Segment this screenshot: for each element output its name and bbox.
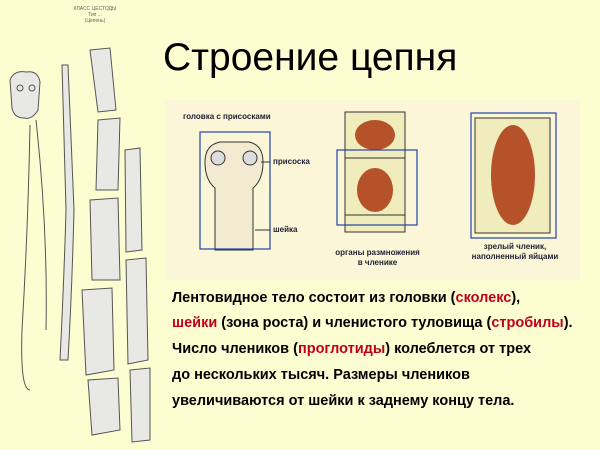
tapeworm-illustration — [9, 47, 151, 443]
text-fragment: до нескольких тысяч. Размеры члеников — [172, 367, 470, 383]
text-line: Число члеников (проглотиды) колеблется о… — [172, 341, 531, 357]
text-line: Лентовидное тело состоит из головки (ско… — [172, 290, 520, 306]
highlighted-term: сколекс — [455, 290, 512, 306]
slide-title: Строение цепня — [163, 36, 458, 79]
text-fragment: ) колеблется от трех — [385, 341, 532, 357]
text-fragment: Число члеников ( — [172, 341, 298, 357]
highlighted-term: стробилы — [491, 315, 564, 331]
organs-label: органы размножения в членике — [315, 248, 440, 268]
organs-drawing — [336, 111, 418, 233]
head-label: головка с присосками — [183, 112, 271, 121]
label-line: органы размножения — [335, 248, 420, 257]
anatomy-drawings — [199, 111, 557, 251]
mature-segment-drawing — [470, 112, 557, 239]
caption-line: Тип ... — [88, 12, 102, 18]
text-fragment: увеличиваются от шейки к заднему концу т… — [172, 393, 515, 409]
text-line: шейки (зона роста) и членистого туловища… — [172, 315, 573, 331]
mature-segment-label: зрелый членик, наполненный яйцами — [455, 242, 575, 262]
text-fragment: Лентовидное тело состоит из головки ( — [172, 290, 456, 306]
label-line: в членике — [357, 258, 398, 267]
text-line: увеличиваются от шейки к заднему концу т… — [172, 393, 514, 409]
caption-line: КЛАСС ЦЕСТОДЫ — [73, 6, 117, 12]
text-fragment: (зона роста) и членистого туловища ( — [217, 315, 492, 331]
anatomy-figure: головка с присосками присоска шейка орга… — [165, 100, 580, 280]
text-fragment: ), — [511, 290, 521, 306]
label-line: наполненный яйцами — [471, 252, 559, 261]
caption-line: (Цепень) — [84, 18, 106, 24]
highlighted-term: проглотиды — [297, 341, 386, 357]
label-line: зрелый членик, — [483, 242, 547, 251]
neck-label: шейка — [273, 225, 298, 234]
text-line: до нескольких тысяч. Размеры члеников — [172, 367, 470, 383]
highlighted-term: шейки — [172, 315, 218, 331]
scolex-drawing — [199, 131, 271, 251]
sucker-label: присоска — [273, 157, 310, 166]
text-fragment: ). — [563, 315, 573, 331]
image-caption: КЛАСС ЦЕСТОДЫ Тип ... (Цепень) — [40, 6, 150, 24]
